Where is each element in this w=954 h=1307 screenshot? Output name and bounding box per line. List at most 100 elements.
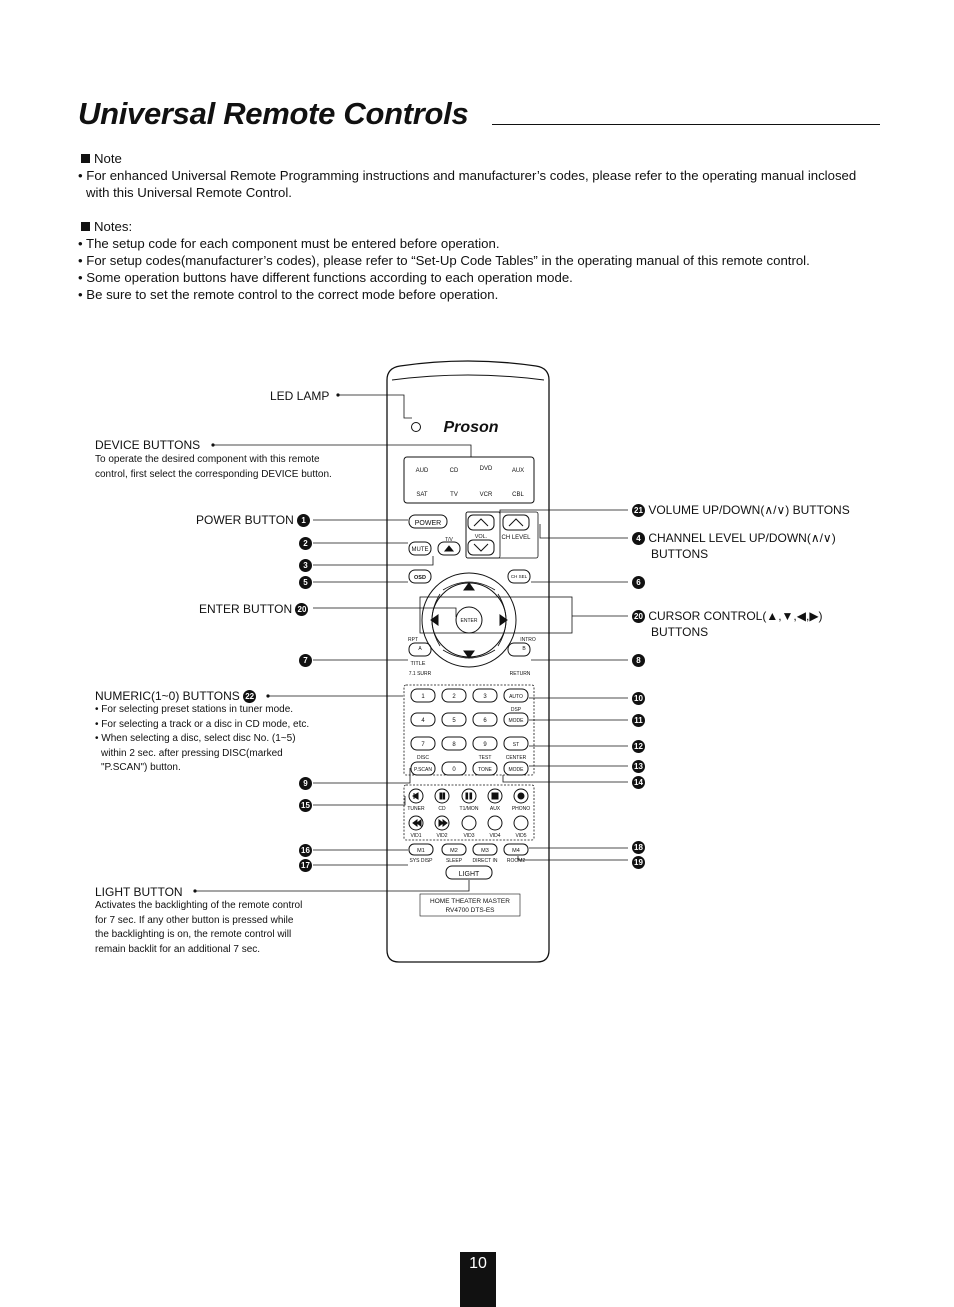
- tv-key-label: T/V: [445, 537, 453, 543]
- callout-badge: 10: [632, 692, 645, 705]
- sleep-label: SLEEP: [446, 858, 463, 864]
- light-button-label: LIGHT BUTTON: [95, 885, 183, 899]
- sys-disp-label: SYS DISP: [409, 858, 433, 864]
- notes-bullet: • For setup codes(manufacturer’s codes),…: [78, 253, 810, 268]
- vid4-label: VID4: [489, 833, 500, 839]
- page-title: Universal Remote Controls: [78, 96, 469, 131]
- light-desc: Activates the backlighting of the remote…: [95, 900, 303, 955]
- st-key: ST: [513, 742, 519, 748]
- callout-badge: 2: [299, 537, 312, 550]
- num-key-3: 3: [483, 694, 487, 700]
- notes-heading: Notes:: [78, 218, 878, 235]
- tuner-label: TUNER: [407, 806, 425, 812]
- vid5-label: VID5: [515, 833, 526, 839]
- num-key-2: 2: [452, 694, 456, 700]
- num-key-7: 7: [421, 742, 425, 748]
- enter-key: ENTER: [461, 618, 478, 624]
- vol-label: VOL.: [475, 534, 488, 540]
- title-label: TITLE: [411, 661, 426, 667]
- mode-key: MODE: [509, 718, 525, 724]
- device-key-dvd: DVD: [480, 466, 493, 472]
- device-key-aux: AUX: [512, 468, 524, 474]
- remote-brand: Proson: [443, 419, 498, 436]
- num-key-1: 1: [421, 694, 425, 700]
- page-number: 10: [460, 1252, 496, 1307]
- callout-badge: 7: [299, 654, 312, 667]
- square-bullet-icon: [81, 154, 90, 163]
- remote-footer-2: RV4700 DTS-ES: [445, 907, 495, 914]
- light-key: LIGHT: [459, 871, 480, 878]
- cd-label: CD: [438, 806, 446, 812]
- square-bullet-icon: [81, 222, 90, 231]
- notes-bullet: • Be sure to set the remote control to t…: [78, 287, 499, 302]
- center-label: CENTER: [506, 755, 527, 761]
- direct-in-label: DIRECT IN: [473, 858, 498, 864]
- callout-badge: 21: [632, 504, 645, 518]
- callout-badge: 19: [632, 856, 645, 869]
- ch-level-label: CH LEVEL: [501, 535, 531, 541]
- device-key-tv: TV: [450, 492, 458, 498]
- osd-key: OSD: [414, 575, 426, 581]
- phono-label: PHONO: [512, 806, 530, 812]
- m2-key: M2: [450, 848, 458, 854]
- enter-button-label: ENTER BUTTON 20: [199, 602, 309, 617]
- notes-bullet: • The setup code for each component must…: [78, 236, 500, 251]
- a-key: A: [418, 646, 422, 652]
- num-key-5: 5: [452, 718, 456, 724]
- vid2-label: VID2: [436, 833, 447, 839]
- notes-bullet: • Some operation buttons have different …: [78, 270, 573, 285]
- m3-key: M3: [481, 848, 489, 854]
- m4-key: M4: [512, 848, 520, 854]
- callout-badge: 14: [632, 776, 645, 789]
- callout-badge: 15: [299, 799, 312, 812]
- callout-badge: 3: [299, 559, 312, 572]
- intro-label: INTRO: [520, 637, 536, 643]
- callout-badge: 17: [299, 859, 312, 872]
- notes-section: Note • For enhanced Universal Remote Pro…: [78, 150, 878, 303]
- device-key-sat: SAT: [416, 492, 428, 498]
- vid3-label: VID3: [463, 833, 474, 839]
- vid1-label: VID1: [410, 833, 421, 839]
- callout-badge: 20: [632, 610, 645, 624]
- surr-label: 7.1 SURR: [409, 671, 432, 677]
- return-label: RETURN: [510, 671, 531, 677]
- num-key-6: 6: [483, 718, 487, 724]
- room2-label: ROOM2: [507, 858, 526, 864]
- disc-label: DISC: [417, 755, 429, 761]
- mode-key-2: MODE: [509, 767, 525, 773]
- aux-label: AUX: [490, 806, 501, 812]
- callout-badge: 18: [632, 841, 645, 854]
- auto-key: AUTO: [509, 694, 523, 700]
- device-key-vcr: VCR: [480, 492, 493, 498]
- tone-key: TONE: [478, 767, 492, 773]
- num-key-9: 9: [483, 742, 487, 748]
- num-key-0: 0: [452, 767, 456, 773]
- callout-badge: 1: [297, 514, 311, 528]
- channel-level-label: 4 CHANNEL LEVEL UP/DOWN(∧/∨): [632, 531, 836, 546]
- num-key-4: 4: [421, 718, 425, 724]
- led-lamp-label: LED LAMP: [270, 389, 330, 403]
- remote-footer-1: HOME THEATER MASTER: [430, 898, 510, 905]
- ch-sel-key: CH SEL: [511, 574, 528, 579]
- power-button-label: POWER BUTTON 1: [196, 513, 311, 528]
- note-heading: Note: [78, 150, 878, 167]
- note-bullet: • For enhanced Universal Remote Programm…: [78, 168, 857, 200]
- device-key-cd: CD: [450, 468, 459, 474]
- device-desc: To operate the desired component with th…: [95, 454, 332, 480]
- dsp-label: DSP: [511, 707, 522, 713]
- cursor-control-label: 20 CURSOR CONTROL(▲,▼,◀,▶): [632, 609, 823, 624]
- t1mon-label: T1/MON: [460, 806, 479, 812]
- callout-badge: 11: [632, 714, 645, 727]
- callout-badge: 4: [632, 532, 645, 546]
- callout-badge: 16: [299, 844, 312, 857]
- callout-badge: 6: [632, 576, 645, 589]
- rpt-label: RPT: [408, 637, 418, 643]
- callout-badge: 12: [632, 740, 645, 753]
- device-key-aud: AUD: [416, 468, 429, 474]
- cursor-control-label-2: BUTTONS: [651, 625, 709, 639]
- title-rule: [492, 124, 880, 125]
- device-key-cbl: CBL: [512, 492, 524, 498]
- b-key: B: [522, 646, 526, 652]
- power-key: POWER: [415, 520, 441, 527]
